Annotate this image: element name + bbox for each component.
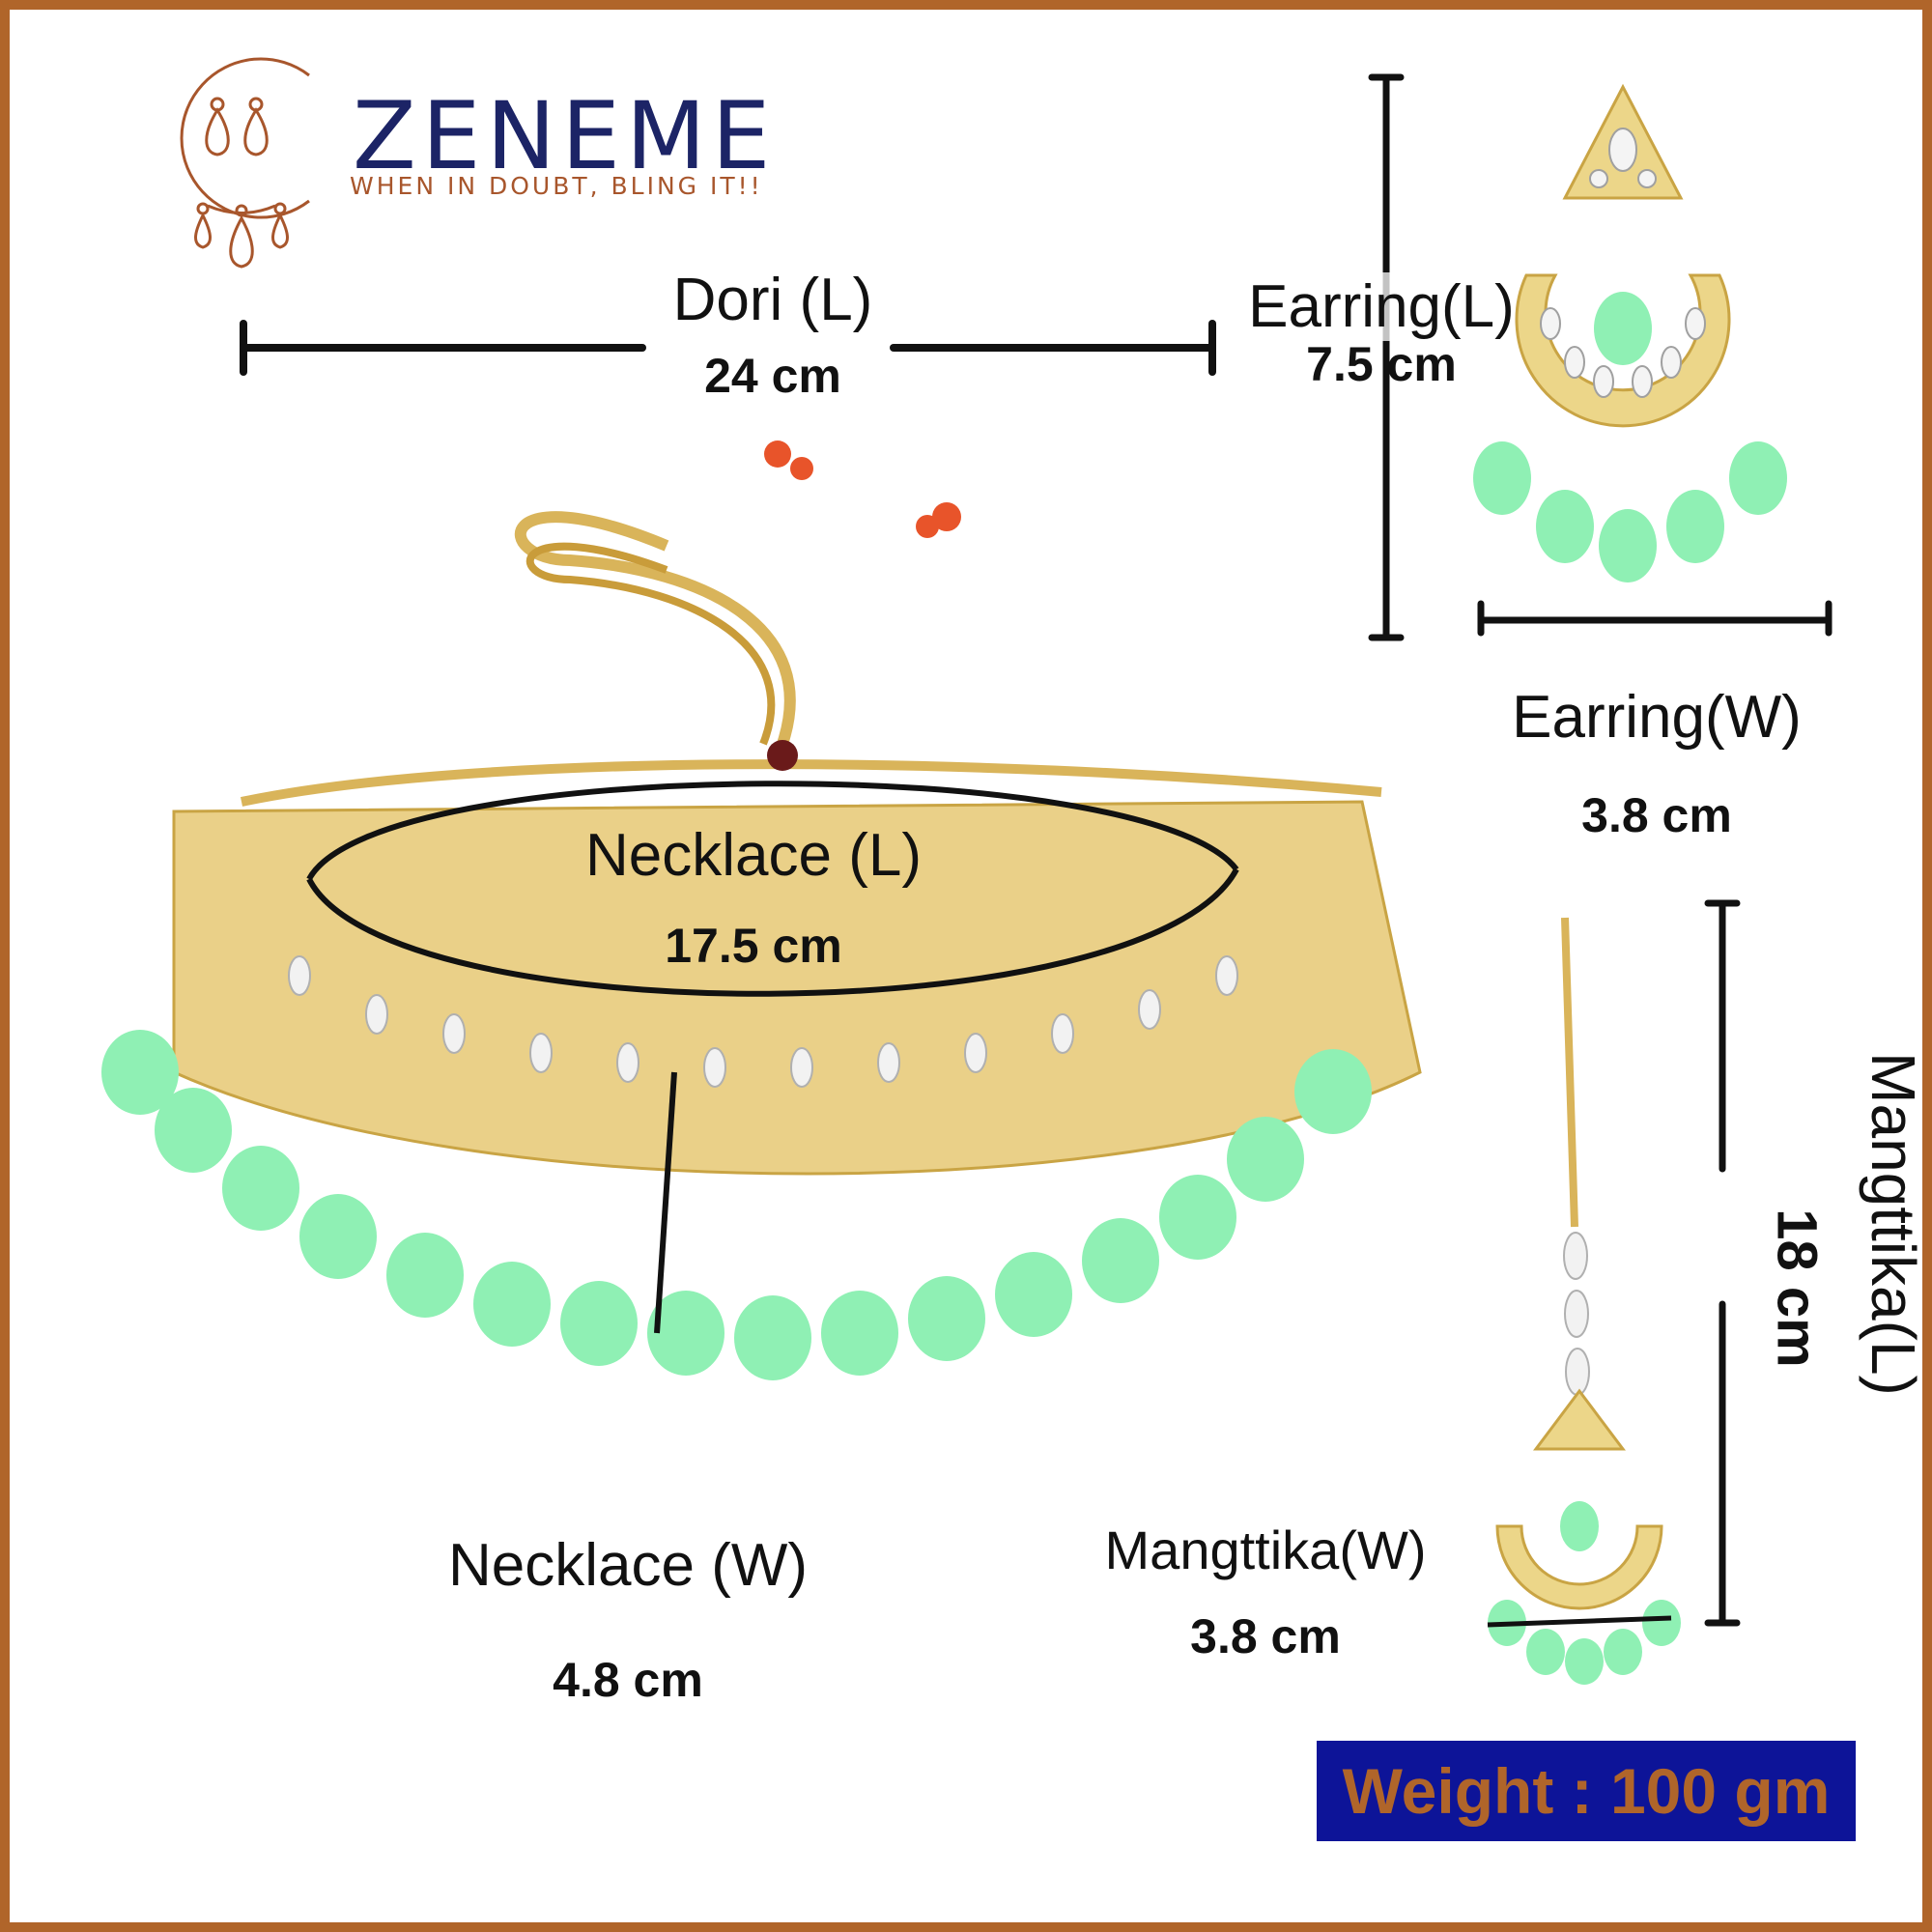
brand-tagline: WHEN IN DOUBT, BLING IT!! xyxy=(350,172,763,200)
dori-measure-line xyxy=(240,320,1216,376)
earring-length-label: Earring(L) xyxy=(1236,272,1526,341)
necklace-width-value: 4.8 cm xyxy=(553,1653,703,1707)
necklace-length-value: 17.5 cm xyxy=(665,919,842,973)
mangttika-width-value: 3.8 cm xyxy=(1190,1609,1341,1663)
necklace-length-label: Necklace (L) xyxy=(585,822,922,889)
necklace-width-label: Necklace (W) xyxy=(447,1532,809,1599)
mangttika-length-block: Mangttika(L) 18 cm xyxy=(1729,1034,1923,1420)
mangttika-image-icon xyxy=(1487,917,1681,1685)
earring-image-icon xyxy=(1473,83,1787,582)
mangttika-length-line xyxy=(1704,899,1741,1627)
earring-width-value: 3.8 cm xyxy=(1581,788,1732,842)
mangttika-length-label: Mangttika(L) xyxy=(1859,1052,1928,1396)
earring-width-line xyxy=(1477,600,1833,637)
brand-logo-icon xyxy=(180,57,310,269)
dori-label: Dori (L) xyxy=(672,267,873,333)
dori-value: 24 cm xyxy=(704,349,841,403)
brand-name: ZENEME xyxy=(353,82,777,190)
weight-text: Weight : 100 gm xyxy=(1342,1755,1831,1827)
earring-length-value: 7.5 cm xyxy=(1306,337,1457,391)
earring-width-label: Earring(W) xyxy=(1512,684,1802,751)
weight-badge: Weight : 100 gm xyxy=(1317,1741,1856,1841)
necklace-image-icon xyxy=(101,440,1422,1380)
mangttika-length-value: 18 cm xyxy=(1765,1208,1829,1368)
mangttika-width-label: Mangttika(W) xyxy=(1104,1520,1427,1580)
earring-length-line xyxy=(1368,73,1405,641)
